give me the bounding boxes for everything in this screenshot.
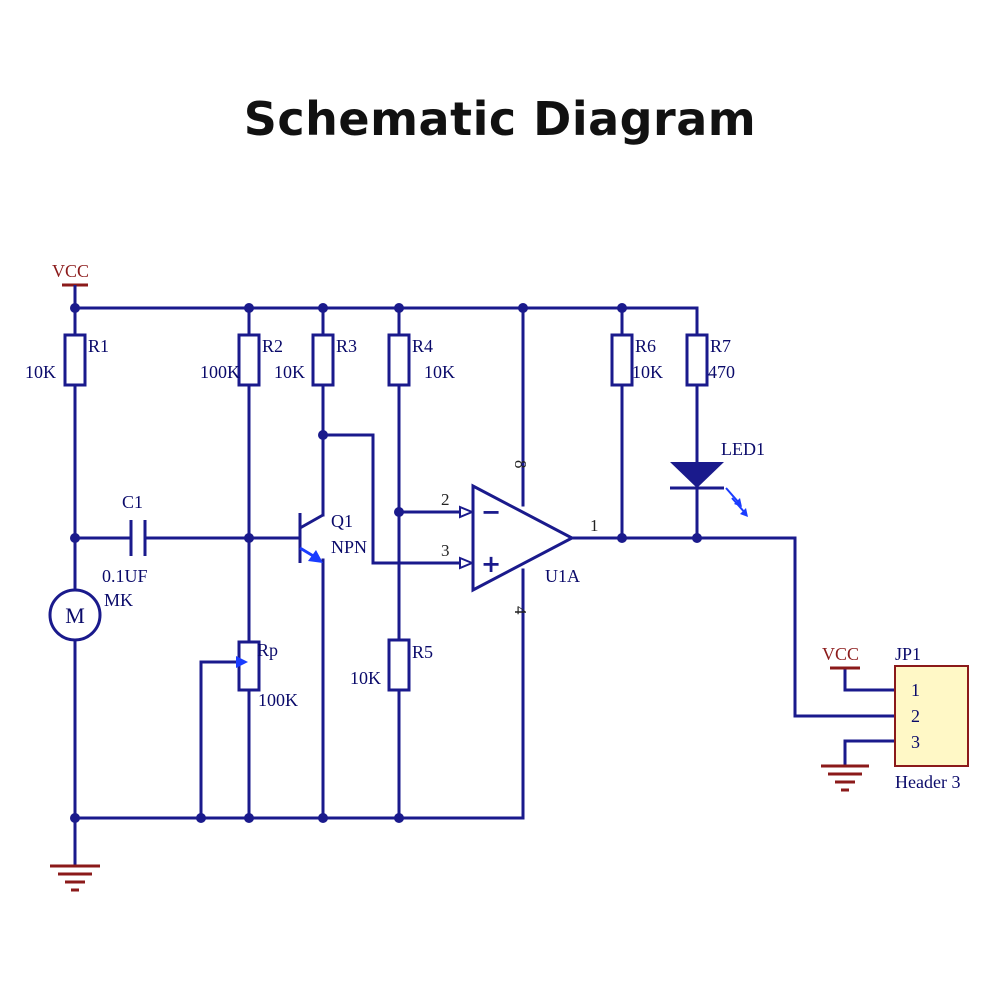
- u1-pin-gnd: 4: [511, 606, 530, 615]
- q1-ref: Q1: [331, 511, 353, 531]
- microphone-icon: M: [48, 588, 102, 642]
- r2-ref: R2: [262, 336, 283, 356]
- r1-value: 10K: [25, 362, 56, 382]
- junctions: [70, 303, 702, 823]
- u1-ref: U1A: [545, 566, 580, 586]
- q1-emitter-arrow: [308, 550, 323, 563]
- r7-body: [685, 333, 709, 387]
- r2-body: [237, 333, 261, 387]
- minus-sign: −: [481, 498, 501, 526]
- r5-ref: R5: [412, 642, 433, 662]
- wires: [73, 306, 897, 867]
- r6-ref: R6: [635, 336, 656, 356]
- r6-value: 10K: [632, 362, 663, 382]
- r3-ref: R3: [336, 336, 357, 356]
- mic-symbol: M: [65, 603, 85, 628]
- r6-body: [610, 333, 634, 387]
- u1-pin-noninv: 3: [441, 541, 450, 560]
- jp1-pin-3: 3: [911, 732, 920, 752]
- r1-body: [63, 333, 87, 387]
- c1-value: 0.1UF: [102, 566, 148, 586]
- q1-transistor: [298, 513, 324, 563]
- mic-value: MK: [104, 590, 133, 610]
- r7-ref: R7: [710, 336, 731, 356]
- q1-type: NPN: [331, 537, 367, 557]
- rp-body: [237, 640, 261, 692]
- r7-value: 470: [708, 362, 735, 382]
- r4-body: [387, 333, 411, 387]
- jp-ground-icon: [821, 764, 869, 792]
- rp-value: 100K: [258, 690, 298, 710]
- u1-pin-out: 1: [590, 516, 599, 535]
- page-title: Schematic Diagram: [243, 92, 757, 146]
- jp-vcc-symbol: VCC: [822, 644, 860, 670]
- u1-pin-inv: 2: [441, 490, 450, 509]
- r3-body: [311, 333, 335, 387]
- rp-ref: Rp: [257, 640, 278, 660]
- wire: [843, 666, 897, 692]
- jp-vcc-label: VCC: [822, 644, 859, 664]
- jp1-name: Header 3: [895, 772, 960, 792]
- rp-wiper-arrow: [236, 656, 248, 668]
- ground-icon: [50, 864, 100, 892]
- c1-symbol: [129, 520, 147, 556]
- jp1-pin-1: 1: [911, 680, 920, 700]
- wire: [321, 433, 462, 565]
- labels: R1 10K R2 100K R3 10K R4 10K R5 10K R6 1…: [25, 336, 960, 792]
- r3-value: 10K: [274, 362, 305, 382]
- wire: [570, 536, 897, 718]
- r4-value: 10K: [424, 362, 455, 382]
- jp1-pin-2: 2: [911, 706, 920, 726]
- c1-ref: C1: [122, 492, 143, 512]
- r5-value: 10K: [350, 668, 381, 688]
- vcc-symbol: VCC: [52, 261, 89, 308]
- r5-body: [387, 638, 411, 692]
- jp1-header-box: [894, 665, 969, 767]
- led-icon: [670, 462, 748, 517]
- led-ref: LED1: [721, 439, 765, 459]
- resistors: [63, 333, 709, 692]
- r1-ref: R1: [88, 336, 109, 356]
- jp1-ref: JP1: [895, 644, 921, 664]
- r4-ref: R4: [412, 336, 433, 356]
- u1-pin-vcc: 8: [511, 460, 530, 469]
- vcc-label: VCC: [52, 261, 89, 281]
- plus-sign: +: [481, 550, 501, 578]
- op-amp-u1a: − +: [459, 483, 576, 593]
- wire: [199, 660, 239, 820]
- wire: [843, 739, 897, 767]
- r2-value: 100K: [200, 362, 240, 382]
